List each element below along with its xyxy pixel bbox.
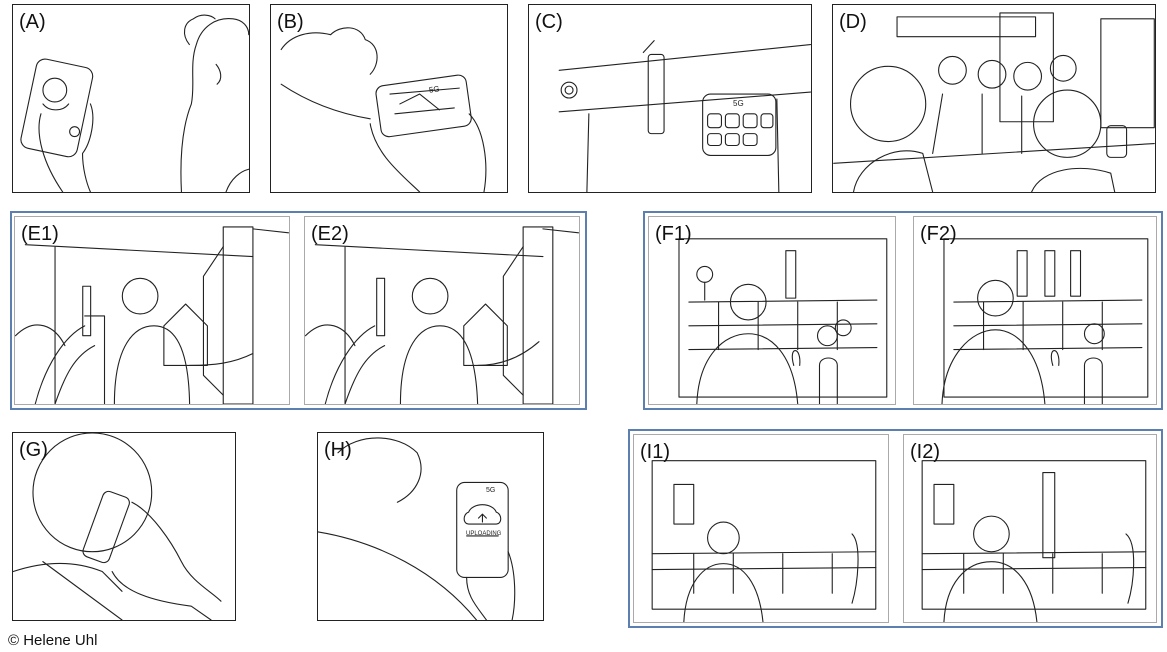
panel-label: (A)	[19, 11, 46, 33]
panel-b: (B) 5G	[270, 4, 508, 193]
panel-label: (E1)	[21, 223, 59, 245]
panel-c: (C) 5G	[528, 4, 812, 193]
phone-network-label: 5G	[428, 84, 441, 95]
panel-d: (D)	[832, 4, 1156, 193]
upload-status-text: UPLOADING	[466, 531, 502, 537]
panel-label: (C)	[535, 11, 563, 33]
panel-label: (E2)	[311, 223, 349, 245]
panel-a-drawing	[13, 5, 249, 192]
panel-c-drawing	[529, 5, 811, 192]
panel-g: (G)	[12, 432, 236, 621]
panel-f2: (F2)	[913, 216, 1157, 405]
panel-i2-drawing	[904, 435, 1156, 622]
panel-i1-drawing	[634, 435, 888, 622]
copyright-credit: © Helene Uhl	[8, 632, 98, 649]
panel-label: (I2)	[910, 441, 940, 463]
panel-label: (H)	[324, 439, 352, 461]
panel-e2-drawing	[305, 217, 579, 404]
panel-h: (H) 5G UPLOADING	[317, 432, 544, 621]
panel-h-drawing	[318, 433, 543, 620]
panel-label: (F2)	[920, 223, 957, 245]
phone-network-label: 5G	[486, 487, 496, 494]
panel-f1-drawing	[649, 217, 895, 404]
group-f	[643, 211, 1163, 410]
panel-g-drawing	[13, 433, 235, 620]
panel-i2: (I2)	[903, 434, 1157, 623]
panel-a: (A)	[12, 4, 250, 193]
panel-label: (F1)	[655, 223, 692, 245]
panel-e1: (E1)	[14, 216, 290, 405]
panel-i1: (I1)	[633, 434, 889, 623]
group-i	[628, 429, 1163, 628]
panel-e1-drawing	[15, 217, 289, 404]
panel-f1: (F1)	[648, 216, 896, 405]
panel-label: (B)	[277, 11, 304, 33]
panel-d-drawing	[833, 5, 1155, 192]
phone-network-label: 5G	[733, 99, 744, 108]
group-e	[10, 211, 587, 410]
panel-label: (G)	[19, 439, 48, 461]
panel-e2: (E2)	[304, 216, 580, 405]
panel-label: (I1)	[640, 441, 670, 463]
panel-b-drawing	[271, 5, 507, 192]
panel-label: (D)	[839, 11, 867, 33]
panel-f2-drawing	[914, 217, 1156, 404]
